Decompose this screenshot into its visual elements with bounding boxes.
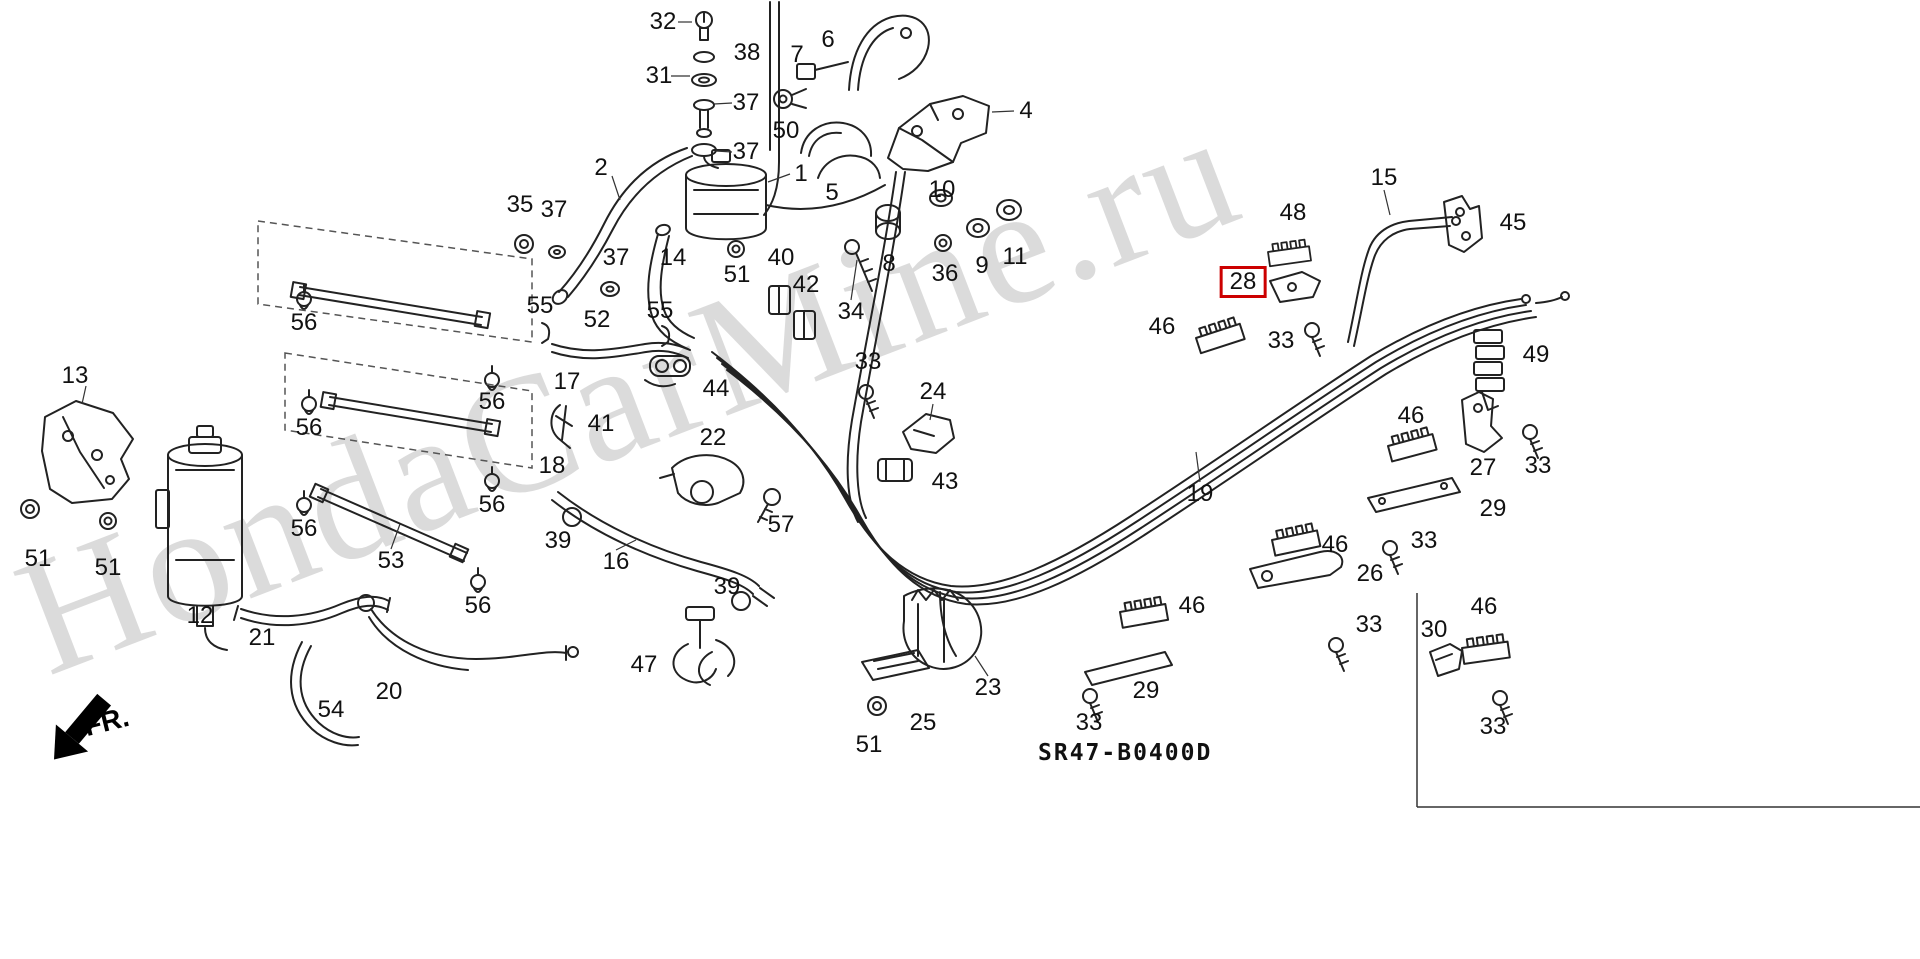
part-callout-46[interactable]: 46 — [1470, 593, 1498, 620]
part-callout-41[interactable]: 41 — [587, 410, 615, 437]
part-callout-55[interactable]: 55 — [646, 297, 674, 324]
part-callout-18[interactable]: 18 — [538, 452, 566, 479]
part-callout-49[interactable]: 49 — [1522, 341, 1550, 368]
part-callout-52[interactable]: 52 — [583, 306, 611, 333]
part-callout-9[interactable]: 9 — [975, 252, 989, 279]
diagram-code: SR47-B0400D — [1038, 740, 1213, 766]
part-callout-54[interactable]: 54 — [317, 696, 345, 723]
part-callout-34[interactable]: 34 — [837, 298, 865, 325]
part-callout-20[interactable]: 20 — [375, 678, 403, 705]
part-callout-37[interactable]: 37 — [732, 89, 760, 116]
part-callout-38[interactable]: 38 — [733, 39, 761, 66]
part-callout-37[interactable]: 37 — [540, 196, 568, 223]
part-callout-35[interactable]: 35 — [506, 191, 534, 218]
part-callout-48[interactable]: 48 — [1279, 199, 1307, 226]
part-callout-56[interactable]: 56 — [464, 592, 492, 619]
part-callout-16[interactable]: 16 — [602, 548, 630, 575]
part-callout-37[interactable]: 37 — [602, 244, 630, 271]
part-callout-44[interactable]: 44 — [702, 375, 730, 402]
part-callout-32[interactable]: 32 — [649, 8, 677, 35]
part-callout-33[interactable]: 33 — [1075, 709, 1103, 736]
part-callout-51[interactable]: 51 — [723, 261, 751, 288]
part-callout-33[interactable]: 33 — [1479, 713, 1507, 740]
part-callout-33[interactable]: 33 — [1355, 611, 1383, 638]
part-callout-51[interactable]: 51 — [24, 545, 52, 572]
part-callout-56[interactable]: 56 — [478, 491, 506, 518]
part-callout-37[interactable]: 37 — [732, 138, 760, 165]
part-callout-46[interactable]: 46 — [1148, 313, 1176, 340]
part-callout-33[interactable]: 33 — [1524, 452, 1552, 479]
part-callout-56[interactable]: 56 — [290, 309, 318, 336]
part-callout-29[interactable]: 29 — [1132, 677, 1160, 704]
part-callout-53[interactable]: 53 — [377, 547, 405, 574]
part-callout-13[interactable]: 13 — [61, 362, 89, 389]
part-callout-24[interactable]: 24 — [919, 378, 947, 405]
part-callout-25[interactable]: 25 — [909, 709, 937, 736]
part-callout-15[interactable]: 15 — [1370, 164, 1398, 191]
part-callout-10[interactable]: 10 — [928, 176, 956, 203]
part-callout-39[interactable]: 39 — [544, 527, 572, 554]
part-callout-2[interactable]: 2 — [594, 154, 608, 181]
part-callout-11[interactable]: 11 — [1002, 243, 1028, 270]
part-callout-51[interactable]: 51 — [94, 554, 122, 581]
part-callout-36[interactable]: 36 — [931, 260, 959, 287]
part-callout-5[interactable]: 5 — [825, 179, 839, 206]
part-callout-43[interactable]: 43 — [931, 468, 959, 495]
part-callout-26[interactable]: 26 — [1356, 560, 1384, 587]
part-callout-40[interactable]: 40 — [767, 244, 795, 271]
part-callout-51[interactable]: 51 — [855, 731, 883, 758]
part-callout-12[interactable]: 12 — [186, 602, 214, 629]
part-callout-22[interactable]: 22 — [699, 424, 727, 451]
part-callout-39[interactable]: 39 — [713, 573, 741, 600]
part-callout-21[interactable]: 21 — [248, 624, 276, 651]
part-callout-56[interactable]: 56 — [295, 414, 323, 441]
part-callout-8[interactable]: 8 — [882, 250, 896, 277]
part-callout-57[interactable]: 57 — [767, 511, 795, 538]
part-callout-46[interactable]: 46 — [1397, 402, 1425, 429]
part-callout-23[interactable]: 23 — [974, 674, 1002, 701]
part-callout-30[interactable]: 30 — [1420, 616, 1448, 643]
part-callout-31[interactable]: 31 — [645, 62, 673, 89]
part-callout-29[interactable]: 29 — [1479, 495, 1507, 522]
part-callout-28[interactable]: 28 — [1219, 266, 1267, 298]
part-callout-55[interactable]: 55 — [526, 292, 554, 319]
part-callout-19[interactable]: 19 — [1186, 480, 1214, 507]
part-callout-56[interactable]: 56 — [290, 515, 318, 542]
part-callout-14[interactable]: 14 — [659, 244, 687, 271]
part-callout-50[interactable]: 50 — [772, 117, 800, 144]
part-callout-1[interactable]: 1 — [794, 160, 808, 187]
part-callout-46[interactable]: 46 — [1321, 531, 1349, 558]
part-callout-27[interactable]: 27 — [1469, 454, 1497, 481]
part-callout-42[interactable]: 42 — [792, 271, 820, 298]
part-callout-17[interactable]: 17 — [553, 368, 581, 395]
part-callout-46[interactable]: 46 — [1178, 592, 1206, 619]
part-callout-7[interactable]: 7 — [790, 41, 804, 68]
part-callout-6[interactable]: 6 — [821, 26, 835, 53]
part-callout-33[interactable]: 33 — [854, 348, 882, 375]
part-callout-33[interactable]: 33 — [1410, 527, 1438, 554]
part-callout-33[interactable]: 33 — [1267, 327, 1295, 354]
part-callout-47[interactable]: 47 — [630, 651, 658, 678]
part-callout-45[interactable]: 45 — [1499, 209, 1527, 236]
part-callout-56[interactable]: 56 — [478, 388, 506, 415]
part-callout-4[interactable]: 4 — [1019, 97, 1033, 124]
